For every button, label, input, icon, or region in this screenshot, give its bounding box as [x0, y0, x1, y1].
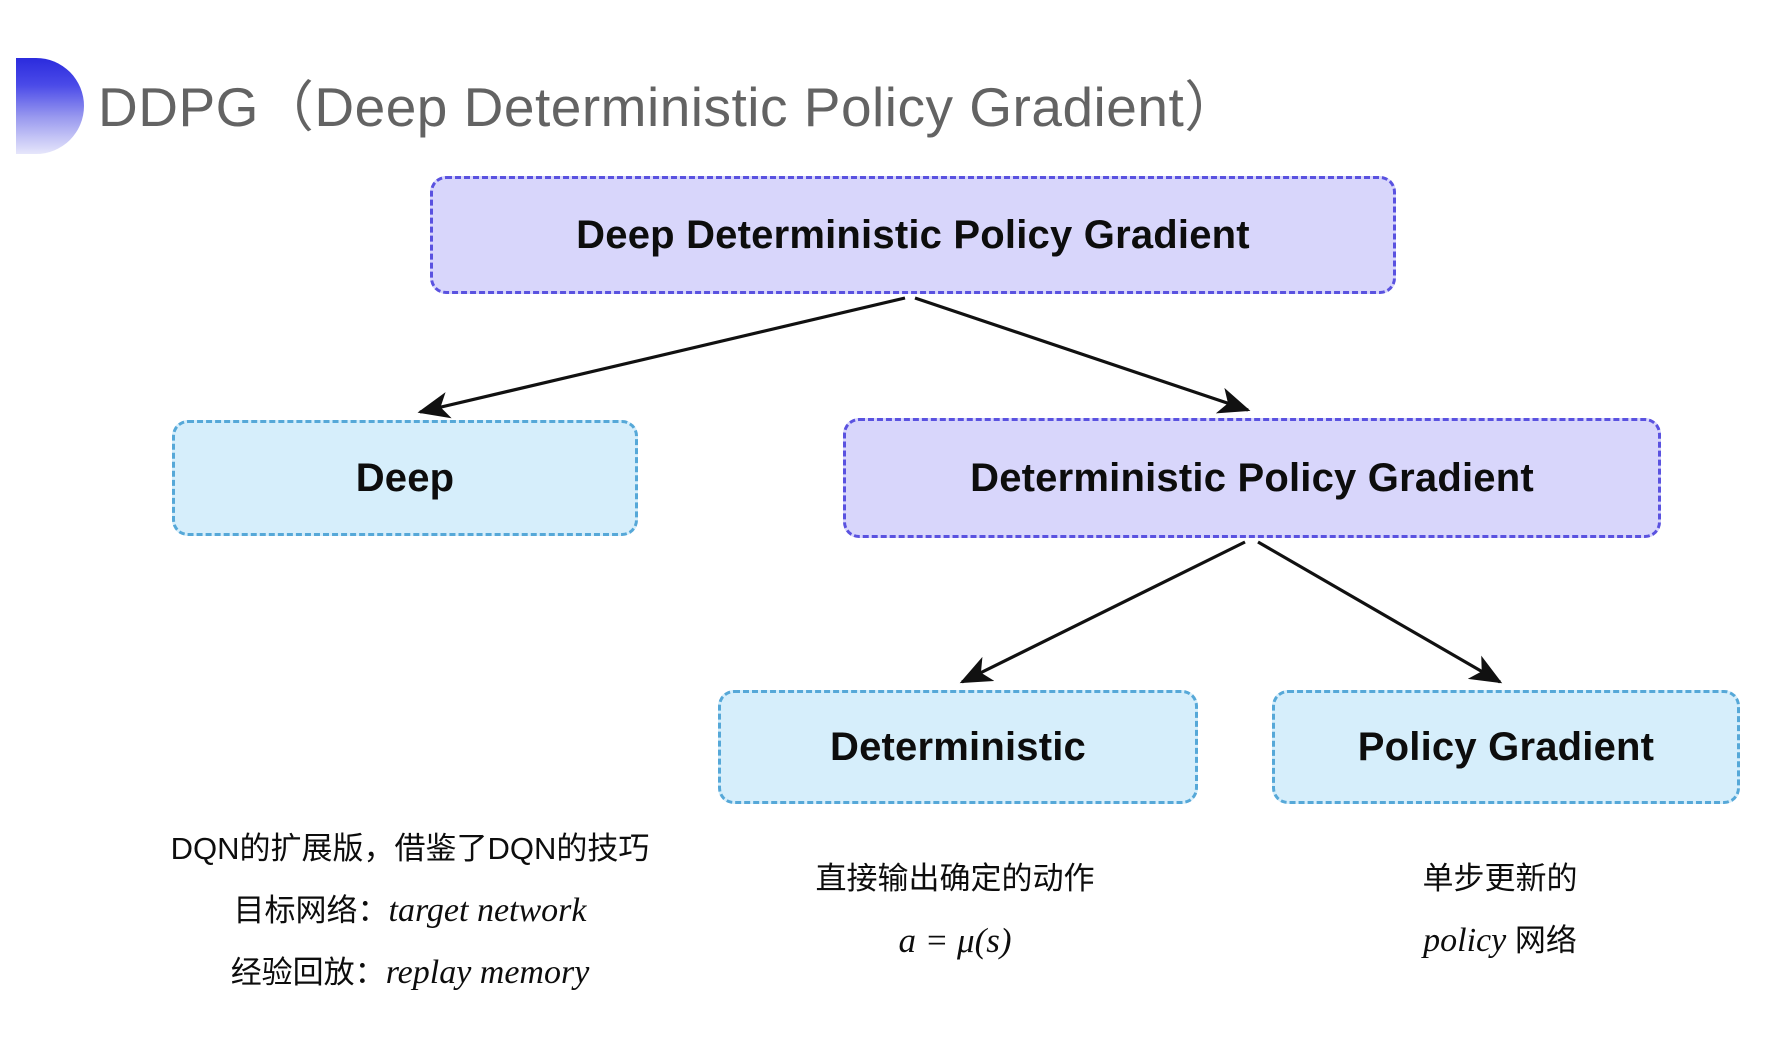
node-deterministic-policy-gradient[interactable]: Deterministic Policy Gradient — [843, 418, 1661, 538]
annotation-policy-gradient-line1: 单步更新的 — [1422, 861, 1578, 896]
page-title: DDPG（Deep Deterministic Policy Gradient） — [98, 76, 1240, 138]
annotation-policy-gradient-suffix: 网络 — [1506, 923, 1577, 958]
node-deep[interactable]: Deep — [172, 420, 638, 536]
node-label: Deep Deterministic Policy Gradient — [576, 212, 1250, 257]
annotation-deterministic-line1: 直接输出确定的动作 — [815, 861, 1095, 896]
node-label: Deep — [355, 455, 455, 500]
edge-dpg-to-policy-gradient — [1257, 540, 1503, 684]
annotation-deterministic-formula: a = μ(s) — [898, 921, 1012, 960]
node-deterministic[interactable]: Deterministic — [718, 690, 1198, 804]
node-label: Deterministic Policy Gradient — [970, 455, 1534, 500]
node-label: Policy Gradient — [1357, 724, 1655, 769]
annotation-deep-line3-label: 经验回放： — [230, 955, 386, 990]
annotation-policy-gradient: 单步更新的 policy 网络 — [1330, 848, 1670, 972]
annotation-deep-line3: 经验回放：replay memory — [150, 942, 670, 1004]
annotation-deep-line2-term: target network — [388, 892, 587, 929]
edge-dpg-to-deterministic — [959, 540, 1246, 684]
title-accent-shape-icon — [16, 58, 84, 154]
edge-root-to-deep — [417, 296, 906, 419]
annotation-deterministic: 直接输出确定的动作 a = μ(s) — [785, 848, 1125, 972]
annotation-deep-line1: DQN的扩展版，借鉴了DQN的技巧 — [170, 831, 650, 866]
annotation-deep-line2: 目标网络：target network — [150, 880, 670, 942]
node-deep-deterministic-policy-gradient[interactable]: Deep Deterministic Policy Gradient — [430, 176, 1396, 294]
annotation-deep-line3-term: replay memory — [385, 954, 590, 991]
node-label: Deterministic — [829, 724, 1087, 769]
annotation-policy-gradient-term: policy — [1423, 922, 1507, 959]
annotation-policy-gradient-line2: policy 网络 — [1330, 910, 1670, 972]
edge-root-to-dpg — [914, 296, 1251, 414]
node-policy-gradient[interactable]: Policy Gradient — [1272, 690, 1740, 804]
annotation-deep: DQN的扩展版，借鉴了DQN的技巧 目标网络：target network 经验… — [150, 818, 670, 1004]
annotation-deep-line2-label: 目标网络： — [233, 893, 389, 928]
